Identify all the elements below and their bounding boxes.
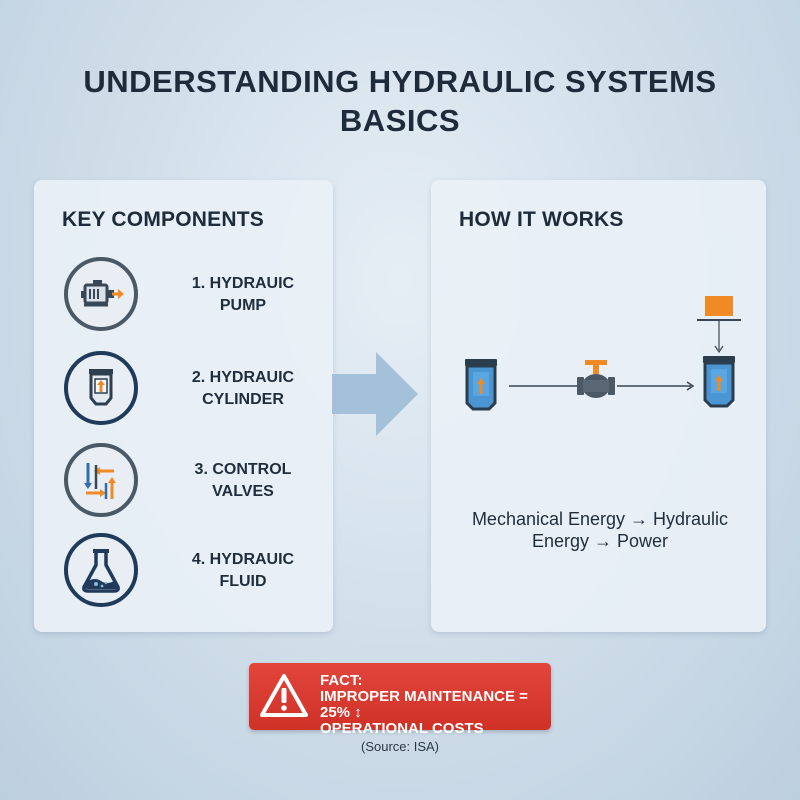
component-hydraulic-cylinder: 2. HYDRAUIC CYLINDER <box>64 351 324 427</box>
fact-callout: FACT: IMPROPER MAINTENANCE = 25% ↕ OPERA… <box>249 663 551 737</box>
fact-label: FACT: <box>320 672 363 689</box>
component-label-line-2: FLUID <box>219 573 267 590</box>
component-label: 1. HYDRAUIC PUMP <box>158 273 328 317</box>
component-label: 2. HYDRAUIC CYLINDER <box>158 367 328 411</box>
hydraulic-fluid-flask-icon <box>64 533 138 607</box>
key-components-heading: KEY COMPONENTS <box>62 208 264 231</box>
hydraulic-circuit-diagram <box>465 296 741 411</box>
title-line-1: UNDERSTANDING HYDRAULIC SYSTEMS <box>83 64 717 99</box>
page-title: UNDERSTANDING HYDRAULIC SYSTEMS BASICS <box>0 62 800 140</box>
energy-line-1: Mechanical Energy → Hydraulic <box>471 509 729 529</box>
component-label: 4. HYDRAUIC FLUID <box>158 549 328 593</box>
load-block-icon <box>697 296 741 354</box>
component-label-line-1: 2. HYDRAUIC <box>191 369 295 386</box>
component-label-line-2: VALVES <box>212 483 274 500</box>
flow-arrow-icon <box>332 352 418 436</box>
hydraulic-cylinder-icon <box>64 351 138 425</box>
component-hydraulic-fluid: 4. HYDRAUIC FLUID <box>64 533 324 609</box>
pump-cylinder-icon <box>465 359 497 411</box>
actuator-cylinder-icon <box>703 356 735 408</box>
fact-text: FACT: IMPROPER MAINTENANCE = 25% ↕ OPERA… <box>320 673 551 737</box>
component-label-line-1: 1. HYDRAUIC <box>191 275 295 292</box>
arrow-head <box>686 381 695 391</box>
how-it-works-heading: HOW IT WORKS <box>459 208 624 231</box>
warning-triangle-icon <box>260 674 308 717</box>
hydraulic-pump-icon <box>64 257 138 331</box>
component-label: 3. CONTROL VALVES <box>158 459 328 503</box>
energy-conversion-text: Mechanical Energy → Hydraulic Energy → P… <box>450 508 750 552</box>
component-label-line-2: CYLINDER <box>202 391 284 408</box>
fact-line-2: OPERATIONAL COSTS <box>320 720 484 737</box>
fact-line-1: IMPROPER MAINTENANCE = 25% ↕ <box>320 688 528 721</box>
component-label-line-1: 3. CONTROL <box>194 461 292 478</box>
component-hydraulic-pump: 1. HYDRAUIC PUMP <box>64 257 324 333</box>
component-label-line-2: PUMP <box>219 297 267 314</box>
title-line-2: BASICS <box>339 103 461 138</box>
energy-line-2: Energy → Power <box>531 531 669 551</box>
component-label-line-1: 4. HYDRAUIC <box>191 551 295 568</box>
key-components-panel: KEY COMPONENTS 1. HYDRAUIC PUMP <box>34 180 333 632</box>
component-control-valves: 3. CONTROL VALVES <box>64 443 324 519</box>
control-valves-icon <box>64 443 138 517</box>
control-valve-icon <box>577 360 615 398</box>
source-citation: (Source: ISA) <box>360 739 440 754</box>
